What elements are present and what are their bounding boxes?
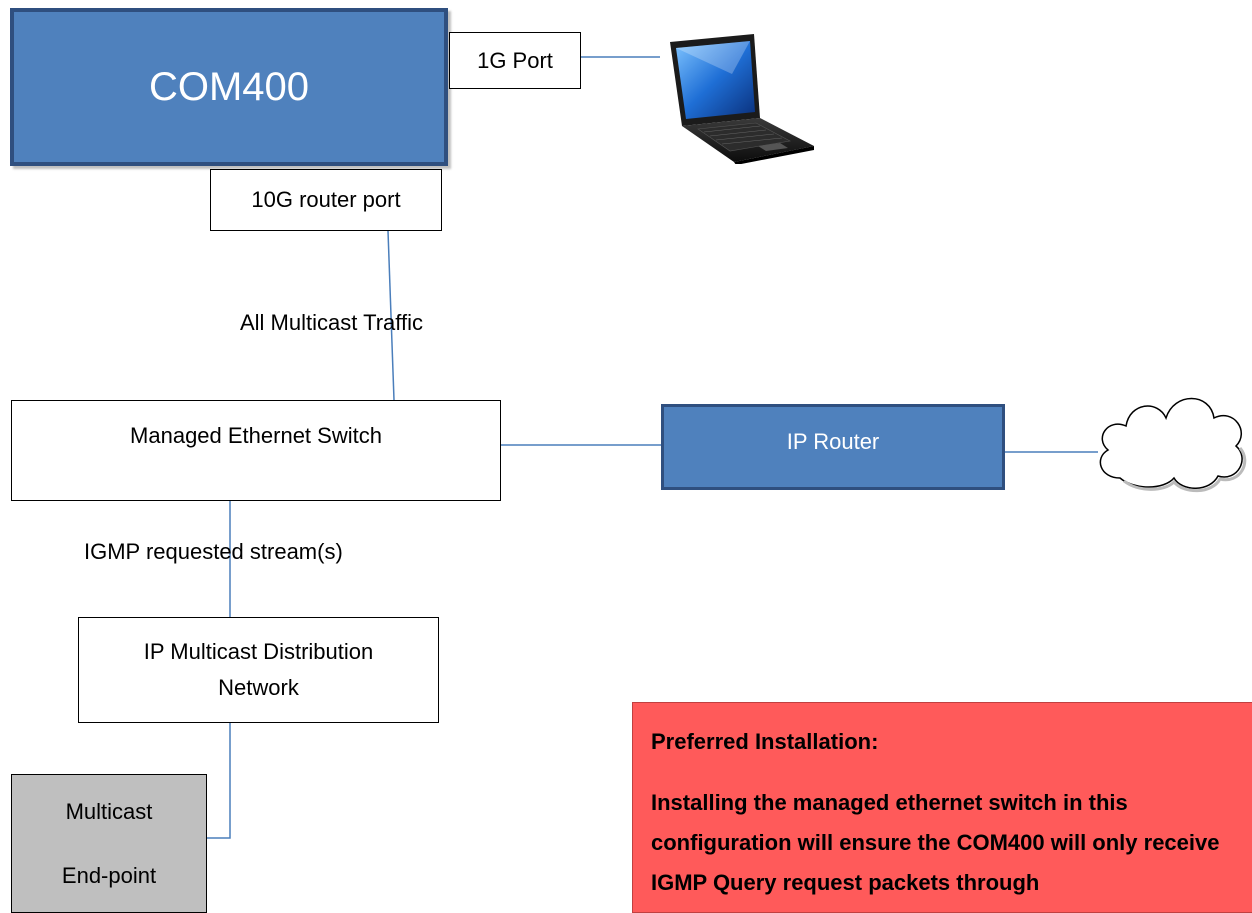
ip-router-label: IP Router (786, 429, 880, 454)
com400-box: COM400 (10, 8, 448, 166)
note-title: Preferred Installation: (651, 729, 879, 754)
line-distribution-endpoint (207, 723, 231, 839)
port-1g-label: 1G Port (477, 47, 553, 73)
managed-switch-box: Managed Ethernet Switch (11, 400, 501, 501)
router-port-10g-box: 10G router port (210, 169, 442, 231)
multicast-endpoint-line2: End-point (61, 862, 157, 888)
com400-label: COM400 (148, 64, 310, 109)
distribution-network-box: IP Multicast Distribution Network (78, 617, 439, 723)
cloud-icon (1099, 397, 1247, 493)
multicast-endpoint-box: Multicast End-point (11, 774, 207, 913)
router-port-10g-label: 10G router port (251, 187, 401, 212)
ip-router-box: IP Router (661, 404, 1005, 490)
all-multicast-traffic-label: All Multicast Traffic (240, 310, 423, 335)
port-1g-box: 1G Port (449, 32, 581, 89)
igmp-requested-streams-label: IGMP requested stream(s) (84, 539, 343, 564)
multicast-endpoint-line1: Multicast (65, 798, 153, 824)
distribution-network-line2: Network (218, 675, 299, 700)
laptop-icon (670, 34, 814, 164)
preferred-installation-note: Preferred Installation: Installing the m… (632, 702, 1252, 913)
managed-switch-label: Managed Ethernet Switch (130, 423, 382, 448)
note-body: Installing the managed ethernet switch i… (651, 790, 1220, 895)
distribution-network-line1: IP Multicast Distribution (143, 639, 374, 664)
